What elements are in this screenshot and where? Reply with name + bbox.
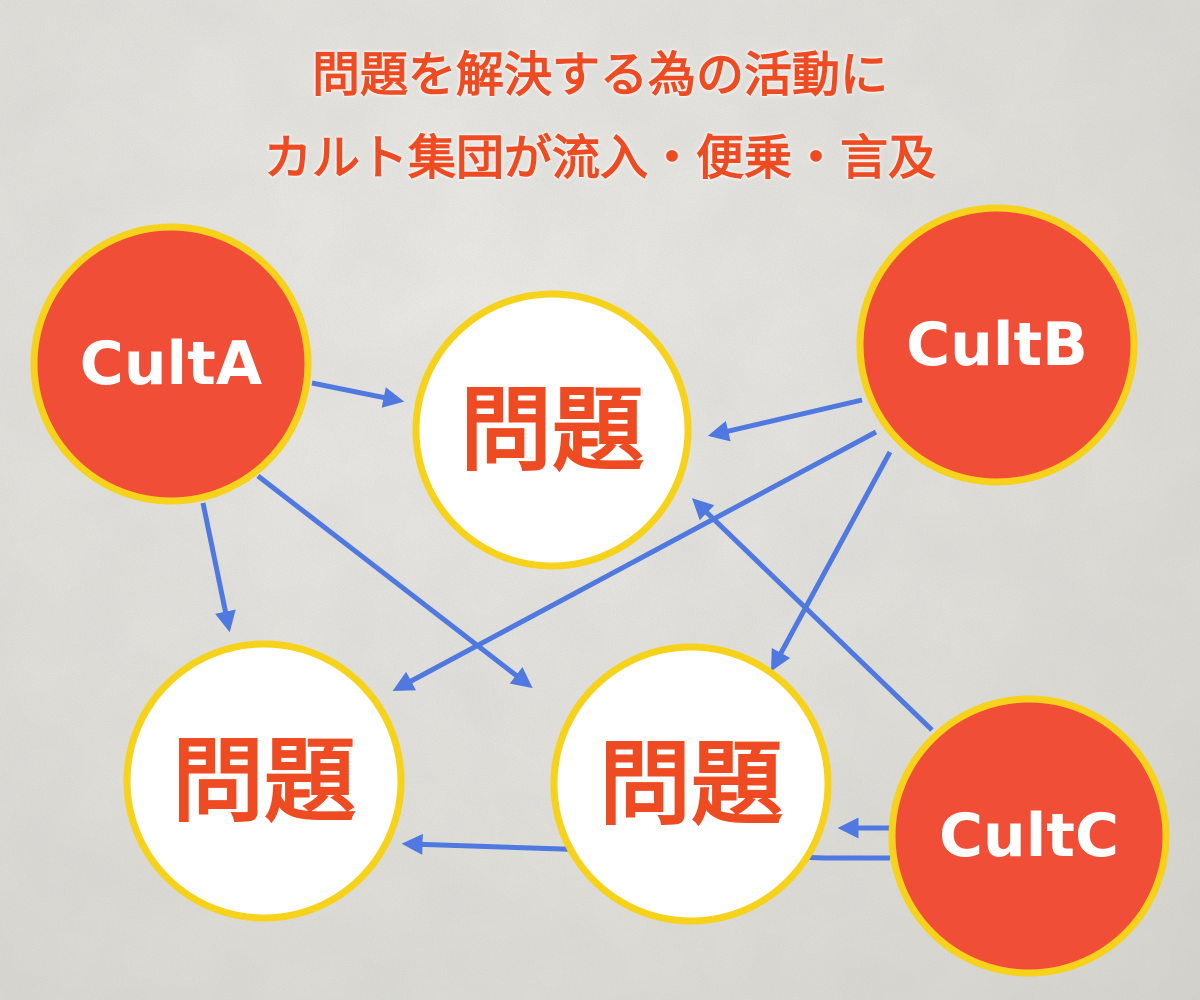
edge-cult-a-to-problem-left: [200, 502, 236, 633]
edge-cult-a-to-problem-right: [256, 474, 533, 689]
title-line-1: 問題を解決する為の活動に: [311, 47, 888, 103]
cult-node-a-label: CultA: [80, 329, 263, 399]
problem-node-right-label: 問題: [599, 731, 783, 838]
problem-node-top-label: 問題: [460, 377, 644, 484]
problem-node-right: 問題: [550, 643, 832, 925]
edge-layer: [200, 380, 934, 861]
edge-cult-b-to-problem-left: [392, 429, 878, 691]
cult-node-b: CultB: [856, 204, 1138, 486]
edge-cult-a-to-problem-top: [311, 380, 405, 408]
cult-node-c: CultC: [888, 695, 1170, 977]
cult-node-a: CultA: [30, 223, 312, 505]
cult-node-c-label: CultC: [939, 801, 1119, 871]
problem-node-left-label: 問題: [172, 728, 356, 835]
edge-cult-b-to-problem-right: [770, 450, 893, 672]
problem-node-left: 問題: [123, 640, 405, 922]
edge-cult-b-to-problem-top: [707, 397, 863, 442]
edge-cult-c-to-problem-top: [691, 498, 934, 732]
title-line-2: カルト集団が流入・便乗・言及: [263, 130, 936, 186]
problem-node-top: 問題: [412, 290, 692, 570]
cult-node-b-label: CultB: [906, 310, 1088, 380]
